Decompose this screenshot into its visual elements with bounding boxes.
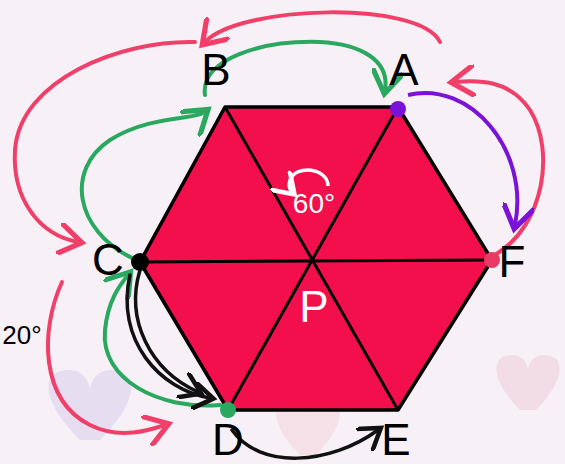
vertex-label: E xyxy=(381,418,410,462)
vertex-label: A xyxy=(389,48,418,92)
vertex-label: D xyxy=(212,418,244,462)
angle-label: 60° xyxy=(293,190,335,218)
vertex-label: C xyxy=(92,238,124,282)
vertex-label: B xyxy=(201,48,230,92)
angle-label: 20° xyxy=(2,322,41,348)
vertex-label: F xyxy=(499,240,526,284)
center-label: P xyxy=(299,285,328,329)
